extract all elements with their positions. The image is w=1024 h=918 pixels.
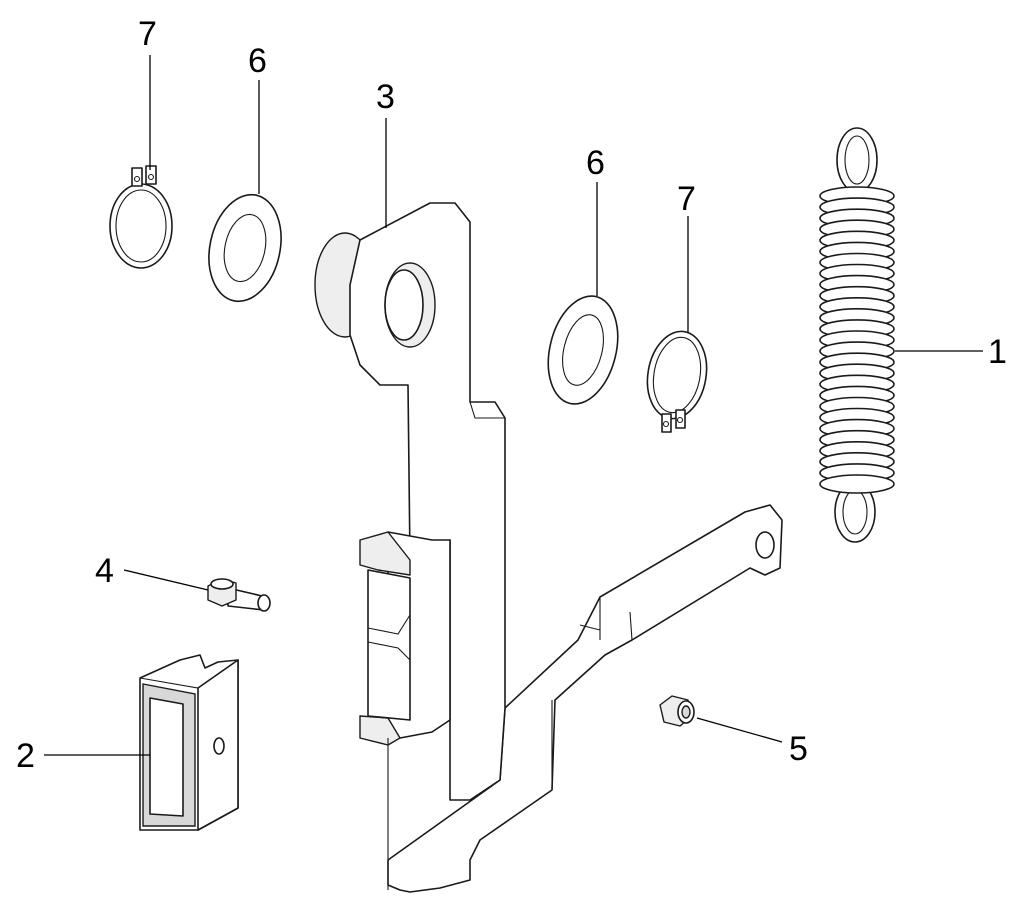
callout-pin: 4: [95, 552, 114, 590]
retaining-ring-left: [109, 165, 173, 269]
callout-washer-right: 6: [586, 144, 605, 182]
leader-pin: [123, 569, 209, 591]
callout-lever: 3: [376, 78, 395, 116]
callout-ring-left: 7: [138, 15, 157, 53]
washer-left: [208, 193, 282, 303]
nut: [659, 695, 695, 727]
tension-spring: [819, 127, 895, 543]
washer-right: [547, 295, 619, 405]
insert-block: [139, 654, 239, 831]
leader-nut: [696, 717, 783, 743]
pin: [207, 578, 271, 612]
callout-ring-right: 7: [677, 180, 696, 218]
callout-nut: 5: [789, 730, 808, 768]
callout-insert: 2: [16, 737, 35, 775]
lever: [314, 202, 783, 893]
spring-coil: [819, 474, 895, 494]
callout-washer-left: 6: [248, 42, 267, 80]
callouts: 7 6 3 6 7 1 4 5 2: [16, 15, 1007, 775]
callout-spring: 1: [988, 333, 1007, 371]
retaining-ring-right: [646, 330, 708, 433]
leader-lines: [44, 55, 983, 756]
spring-coils: [819, 186, 895, 494]
